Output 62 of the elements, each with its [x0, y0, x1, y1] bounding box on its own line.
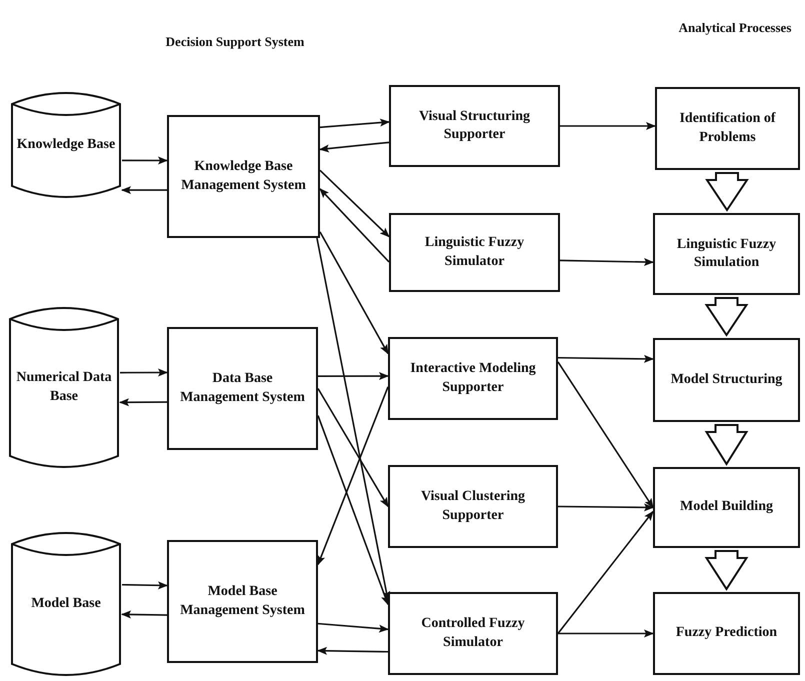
node-label: Model Building	[679, 498, 774, 516]
node-label: Knowledge Base	[16, 136, 116, 154]
arrow	[317, 388, 389, 508]
database-cylinder	[10, 530, 122, 678]
database-cylinder	[8, 305, 120, 470]
arrow	[121, 186, 167, 194]
process-box	[389, 213, 560, 292]
process-box	[653, 213, 800, 295]
node-label: Data Base Management System	[179, 370, 306, 406]
arrow	[557, 361, 654, 508]
arrow	[558, 503, 654, 512]
arrow	[319, 188, 390, 263]
node-label: Linguistic Fuzzy Simulator	[424, 234, 526, 270]
process-box	[167, 327, 318, 450]
arrow	[558, 630, 654, 638]
process-box	[653, 467, 800, 548]
block-arrow	[705, 172, 749, 212]
node-label: Visual Structuring Supporter	[418, 108, 532, 144]
column-heading: Analytical Processes	[678, 19, 792, 37]
arrow	[319, 170, 390, 238]
arrow	[560, 122, 656, 130]
arrow	[558, 354, 654, 363]
process-box	[388, 337, 558, 420]
arrow	[317, 415, 389, 606]
process-box	[167, 540, 318, 663]
arrow	[320, 118, 390, 128]
arrow	[560, 258, 654, 266]
node-label: Identification of Problems	[678, 110, 777, 146]
node-label: Numerical Data Base	[15, 369, 113, 406]
arrow	[121, 610, 168, 618]
diagram-title: Decision Support System	[164, 34, 306, 50]
arrow	[319, 231, 389, 354]
block-arrow	[704, 297, 748, 337]
node-label: Controlled Fuzzy Simulator	[420, 615, 526, 652]
database-cylinder	[10, 90, 122, 200]
arrow	[317, 386, 389, 566]
arrow	[120, 368, 168, 377]
node-label: Model Base	[30, 594, 102, 613]
process-box	[167, 115, 320, 238]
node-label: Knowledge Base Management System	[180, 158, 307, 194]
process-box	[388, 465, 558, 548]
arrow	[119, 398, 167, 406]
node-label: Model Structuring	[670, 370, 784, 389]
process-box	[655, 87, 800, 170]
process-box	[653, 338, 800, 422]
arrow	[122, 156, 168, 164]
node-label: Interactive Modeling Supporter	[409, 360, 537, 396]
node-label: Visual Clustering Supporter	[420, 488, 526, 524]
arrow	[557, 510, 654, 634]
block-arrow	[704, 550, 748, 591]
arrow	[318, 372, 389, 380]
block-arrow	[704, 424, 748, 466]
node-label: Linguistic Fuzzy Simulation	[676, 236, 778, 272]
arrow	[317, 646, 388, 655]
arrow	[319, 142, 390, 152]
node-label: Model Base Management System	[179, 583, 306, 620]
arrow	[318, 622, 389, 633]
process-box	[389, 85, 560, 167]
arrow	[122, 581, 168, 590]
node-label: Fuzzy Prediction	[674, 624, 778, 642]
process-box	[388, 592, 558, 675]
process-box	[653, 592, 800, 675]
